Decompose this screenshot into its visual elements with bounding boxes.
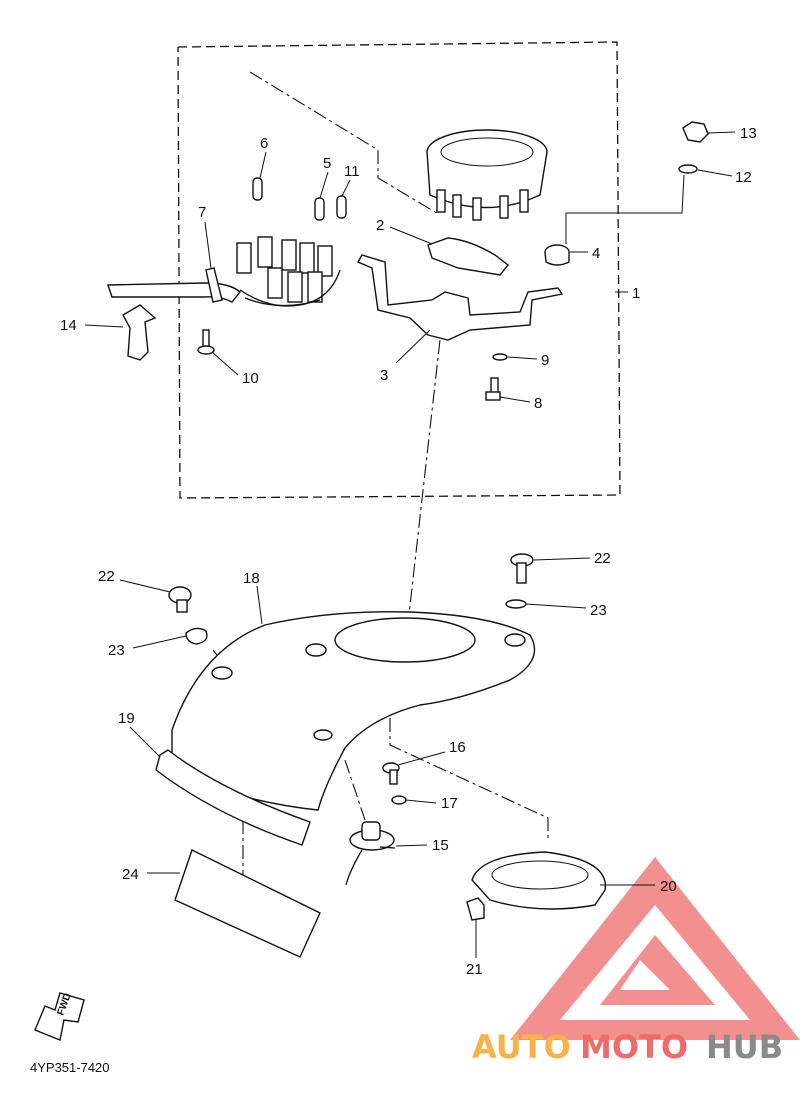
- callout-20: 20: [660, 878, 677, 895]
- hole-center: [305, 643, 327, 657]
- callout-5: 5: [323, 155, 331, 172]
- watermark-logo: [510, 857, 800, 1040]
- callout-18: 18: [243, 570, 260, 587]
- fwd-arrow-icon: [34, 992, 85, 1041]
- callout-6: 6: [260, 135, 268, 152]
- callout-11: 11: [344, 163, 360, 180]
- grommet: [544, 244, 570, 266]
- washer-top: [678, 164, 698, 174]
- callout-16: 16: [449, 739, 466, 756]
- emblem-plate: [174, 849, 321, 958]
- hole-left: [211, 666, 233, 680]
- screw-16: [382, 762, 400, 785]
- bulbs: [252, 177, 347, 221]
- callout-1: 1: [632, 285, 640, 302]
- diagram-code: 4YP351-7420: [30, 1060, 110, 1075]
- meter-opening: [334, 617, 476, 663]
- clamp: [122, 304, 157, 361]
- callout-21: 21: [466, 961, 483, 978]
- watermark-text-hub: HUB: [706, 1028, 783, 1066]
- callout-14: 14: [60, 317, 77, 334]
- instrument-panel-cover: [171, 611, 536, 811]
- sockets-harness: [236, 236, 341, 307]
- callout-23-right: 23: [590, 602, 607, 619]
- washer-left: [185, 627, 208, 645]
- washer-right: [505, 599, 527, 609]
- callout-24: 24: [122, 866, 139, 883]
- callout-19: 19: [118, 710, 135, 727]
- callout-2: 2: [376, 217, 384, 234]
- meter-trim-ring: [471, 851, 606, 910]
- clip: [466, 897, 485, 921]
- hole-right: [504, 633, 526, 647]
- callout-13: 13: [740, 125, 757, 142]
- callout-23-left: 23: [108, 642, 125, 659]
- callout-22-left: 22: [98, 568, 115, 585]
- screw-right: [510, 553, 534, 584]
- nut: [682, 121, 709, 143]
- callout-10: 10: [242, 370, 259, 387]
- meter-unit: [426, 129, 548, 221]
- switch: [345, 821, 396, 886]
- meter-bracket: [357, 254, 564, 341]
- callout-17: 17: [441, 795, 458, 812]
- callout-12: 12: [735, 169, 752, 186]
- hole-lower: [313, 729, 333, 741]
- callout-15: 15: [432, 837, 449, 854]
- callout-9: 9: [541, 352, 549, 369]
- watermark-text-auto: AUTO: [472, 1028, 571, 1066]
- callout-3: 3: [380, 367, 388, 384]
- washer-17: [391, 795, 407, 805]
- bolt: [485, 377, 501, 401]
- watermark-text-moto: MOTO: [580, 1028, 688, 1066]
- screw-left: [168, 586, 192, 613]
- callout-22-right: 22: [594, 550, 611, 567]
- callout-7: 7: [198, 204, 206, 221]
- leader-lines: [84, 131, 736, 958]
- washer-small: [492, 353, 508, 361]
- trim-strip: [155, 749, 311, 846]
- cable-band: [205, 267, 223, 303]
- callout-8: 8: [534, 395, 542, 412]
- meter-cover: [427, 237, 509, 276]
- screw-small: [197, 329, 215, 355]
- callout-4: 4: [592, 245, 600, 262]
